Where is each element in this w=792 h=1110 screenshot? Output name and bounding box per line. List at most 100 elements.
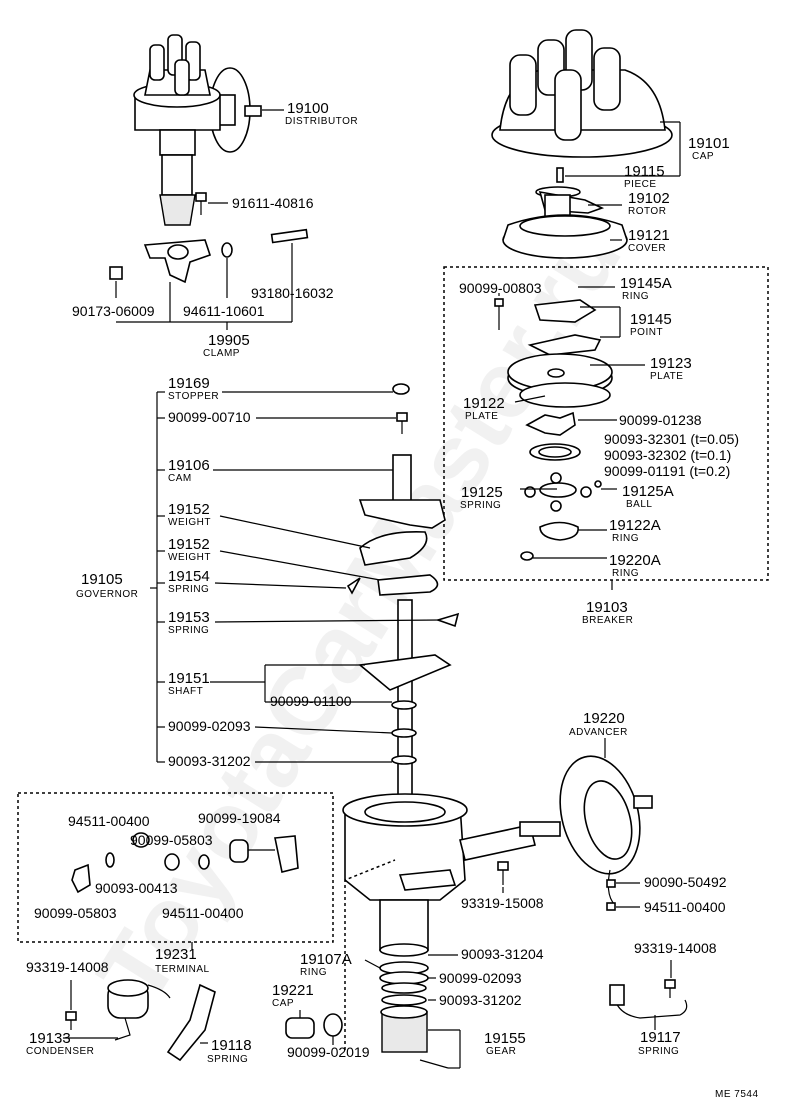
rotor-cover-drawing xyxy=(502,167,628,259)
gear-drawing xyxy=(285,961,449,1069)
label-19125A-name: BALL xyxy=(626,499,652,510)
label-90099-02093b: 90099-02093 xyxy=(439,970,522,986)
label-90093-31202a: 90093-31202 xyxy=(168,753,251,769)
spring-19117-drawing xyxy=(609,979,688,1019)
label-19107A-name: RING xyxy=(300,967,327,978)
label-19220-name: ADVANCER xyxy=(569,727,628,738)
label-93319-15008: 93319-15008 xyxy=(461,895,544,911)
label-19103-number: 19103 xyxy=(586,599,628,616)
clamp-drawing xyxy=(109,228,309,284)
label-19106-name: CAM xyxy=(168,473,192,484)
label-19154-number: 19154 xyxy=(168,568,210,585)
label-19221-name: CAP xyxy=(272,998,294,1009)
label-19123-name: PLATE xyxy=(650,371,683,382)
label-90093-31204: 90093-31204 xyxy=(461,946,544,962)
label-19107A-number: 19107A xyxy=(300,951,352,968)
terminal-group-box xyxy=(17,792,334,943)
label-19102-number: 19102 xyxy=(628,190,670,207)
label-19153-number: 19153 xyxy=(168,609,210,626)
watermark: ToyotaCarMaster.ru xyxy=(77,206,642,1021)
label-19220A-number: 19220A xyxy=(609,552,661,569)
label-90173-06009: 90173-06009 xyxy=(72,303,155,319)
label-94511-00400a: 94511-00400 xyxy=(68,813,150,829)
label-19100-name: DISTRIBUTOR xyxy=(285,116,358,127)
leader-lines xyxy=(63,109,681,1069)
label-19122A-name: RING xyxy=(612,533,639,544)
label-19102-name: ROTOR xyxy=(628,206,666,217)
label-19905-name: CLAMP xyxy=(203,348,240,359)
label-19151-name: SHAFT xyxy=(168,686,203,697)
label-19231-name: TERMINAL xyxy=(155,964,210,975)
advancer-screws-drawing xyxy=(497,861,616,911)
label-19125A-number: 19125A xyxy=(622,483,674,500)
label-19117-name: SPRING xyxy=(638,1046,679,1057)
label-19103-name: BREAKER xyxy=(582,615,633,626)
label-19152b-name: WEIGHT xyxy=(168,552,211,563)
label-19100-number: 19100 xyxy=(287,100,329,117)
label-19905-number: 19905 xyxy=(208,332,250,349)
label-90099-19084: 90099-19084 xyxy=(198,810,281,826)
label-19152b-number: 19152 xyxy=(168,536,210,553)
label-19231-number: 19231 xyxy=(155,946,197,963)
label-19105-number: 19105 xyxy=(81,571,123,588)
label-90099-00710: 90099-00710 xyxy=(168,409,251,425)
label-19153-name: SPRING xyxy=(168,625,209,636)
label-19145A-number: 19145A xyxy=(620,275,672,292)
label-19115-number: 19115 xyxy=(624,163,665,180)
label-19117-number: 19117 xyxy=(640,1029,681,1046)
label-90093-32301: 90093-32301 (t=0.05) xyxy=(604,431,739,447)
label-19220A-name: RING xyxy=(612,568,639,579)
label-94511-00400b: 94511-00400 xyxy=(162,905,244,921)
label-19133-name: CONDENSER xyxy=(26,1046,94,1057)
labels: 19100 DISTRIBUTOR 91611-40816 90173-0600… xyxy=(26,100,759,1100)
label-19133-number: 19133 xyxy=(29,1030,71,1047)
label-19101-number: 19101 xyxy=(688,135,730,152)
label-19106-number: 19106 xyxy=(168,457,210,474)
label-19122A-number: 19122A xyxy=(609,517,661,534)
label-19125-number: 19125 xyxy=(461,484,503,501)
label-90090-50492: 90090-50492 xyxy=(644,874,727,890)
distributor-drawing xyxy=(133,34,262,226)
advancer-drawing xyxy=(559,755,653,906)
label-90099-05803b: 90099-05803 xyxy=(34,905,117,921)
label-19122-name: PLATE xyxy=(465,411,498,422)
bolt-drawing xyxy=(195,192,207,215)
label-19145-name: POINT xyxy=(630,327,663,338)
label-94511-00400c: 94511-00400 xyxy=(644,899,726,915)
label-19118-number: 19118 xyxy=(211,1037,252,1054)
label-90099-01238: 90099-01238 xyxy=(619,412,702,428)
label-94611-10601: 94611-10601 xyxy=(183,303,265,319)
label-19152a-number: 19152 xyxy=(168,501,210,518)
breaker-parts-drawing xyxy=(494,286,613,561)
label-90093-32302: 90093-32302 (t=0.1) xyxy=(604,447,731,463)
label-19169-name: STOPPER xyxy=(168,391,219,402)
label-19101-name: CAP xyxy=(692,151,714,162)
label-93319-14008a: 93319-14008 xyxy=(26,959,109,975)
label-19145-number: 19145 xyxy=(630,311,672,328)
label-19121-name: COVER xyxy=(628,243,666,254)
label-19221-number: 19221 xyxy=(272,982,314,999)
label-19169-number: 19169 xyxy=(168,375,210,392)
label-93180-16032: 93180-16032 xyxy=(251,285,334,301)
label-90093-00413: 90093-00413 xyxy=(95,880,178,896)
label-19123-number: 19123 xyxy=(650,355,692,372)
label-19118-name: SPRING xyxy=(207,1054,248,1065)
label-91611-40816: 91611-40816 xyxy=(232,195,314,211)
label-19220-number: 19220 xyxy=(583,710,625,727)
label-90099-00803: 90099-00803 xyxy=(459,280,542,296)
label-19155-number: 19155 xyxy=(484,1030,526,1047)
label-19122-number: 19122 xyxy=(463,395,505,412)
terminal-parts-drawing xyxy=(71,832,299,894)
cap-drawing xyxy=(491,29,673,158)
label-19151-number: 19151 xyxy=(168,670,210,687)
condenser-drawing xyxy=(65,979,171,1041)
label-90099-05803a: 90099-05803 xyxy=(130,832,213,848)
label-19155-name: GEAR xyxy=(486,1046,516,1057)
label-19121-number: 19121 xyxy=(628,227,670,244)
label-93319-14008b: 93319-14008 xyxy=(634,940,717,956)
label-90093-31202b: 90093-31202 xyxy=(439,992,522,1008)
label-19125-name: SPRING xyxy=(460,500,501,511)
figure-code: ME 7544 xyxy=(715,1089,759,1100)
label-90099-02019: 90099-02019 xyxy=(287,1044,370,1060)
